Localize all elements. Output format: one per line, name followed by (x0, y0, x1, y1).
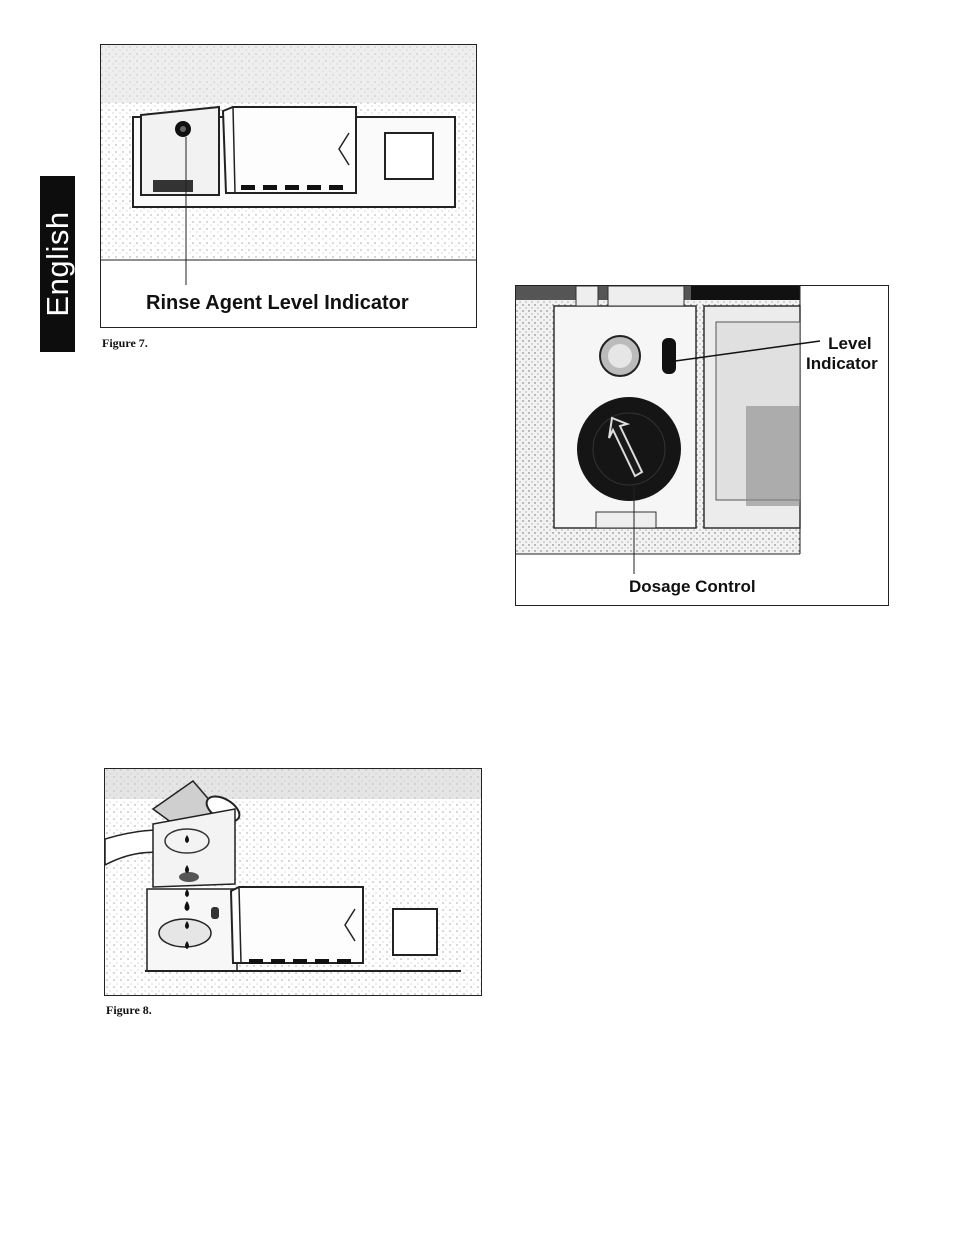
level-indicator-icon (662, 338, 676, 374)
level-indicator-label-line2: Indicator (806, 354, 878, 374)
language-tab: English (40, 176, 75, 352)
figure-7-caption: Figure 7. (102, 336, 148, 351)
figure-7-illustration: Rinse Agent Level Indicator (100, 44, 477, 328)
language-tab-label: English (40, 211, 76, 316)
level-indicator-label: Level Indicator (806, 334, 878, 374)
figure-8-illustration (104, 768, 482, 996)
dosage-control-label: Dosage Control (629, 577, 756, 597)
figure-8-caption: Figure 8. (106, 1003, 152, 1018)
level-indicator-label-line1: Level (806, 334, 878, 354)
dispenser-dosage-figure: Level Indicator Dosage Control (515, 285, 889, 606)
rinse-agent-level-indicator-label: Rinse Agent Level Indicator (146, 292, 409, 315)
